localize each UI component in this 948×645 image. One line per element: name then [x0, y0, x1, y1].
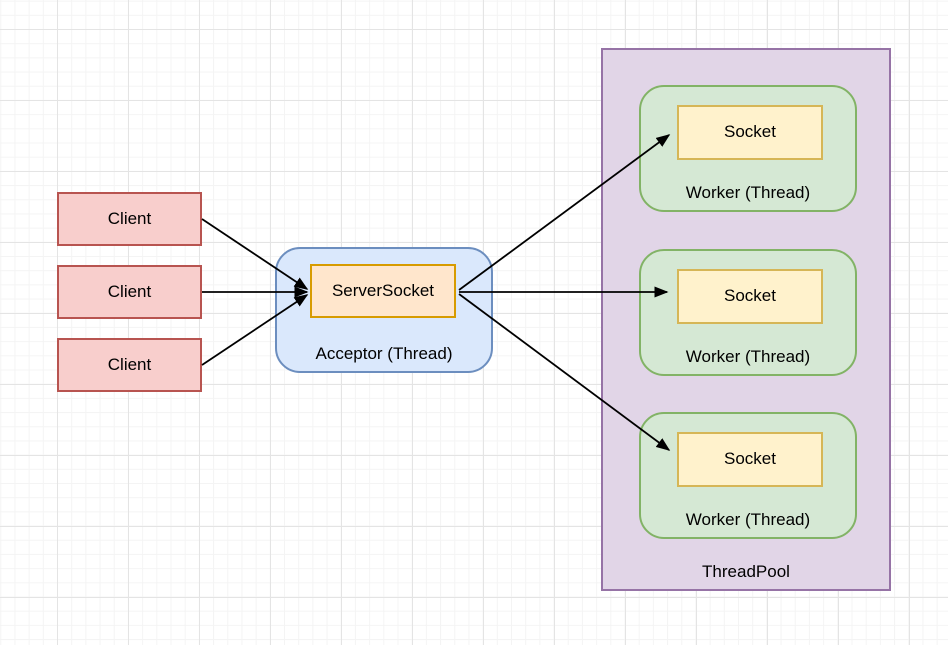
client-label: Client — [107, 208, 152, 228]
socket-box-2: Socket — [677, 269, 823, 324]
server-socket-box: ServerSocket — [310, 264, 456, 318]
client-label: Client — [107, 281, 152, 301]
socket-label: Socket — [724, 122, 776, 142]
client-box-3: Client — [57, 338, 202, 392]
socket-box-3: Socket — [677, 432, 823, 487]
threadpool-container: Socket Worker (Thread) Socket Worker (Th… — [601, 48, 891, 591]
threadpool-label: ThreadPool — [702, 561, 790, 581]
client-box-2: Client — [57, 265, 202, 319]
server-socket-label: ServerSocket — [331, 280, 435, 300]
worker-label-3: Worker (Thread) — [685, 509, 811, 529]
socket-box-1: Socket — [677, 105, 823, 160]
socket-label: Socket — [724, 449, 776, 469]
client-box-1: Client — [57, 192, 202, 246]
acceptor-label: Acceptor (Thread) — [315, 343, 453, 363]
worker-label-2: Worker (Thread) — [685, 346, 811, 366]
worker-thread-box-1: Socket Worker (Thread) — [639, 85, 857, 212]
worker-thread-box-3: Socket Worker (Thread) — [639, 412, 857, 539]
worker-label-1: Worker (Thread) — [685, 182, 811, 202]
worker-thread-box-2: Socket Worker (Thread) — [639, 249, 857, 376]
socket-label: Socket — [724, 286, 776, 306]
client-label: Client — [107, 354, 152, 374]
